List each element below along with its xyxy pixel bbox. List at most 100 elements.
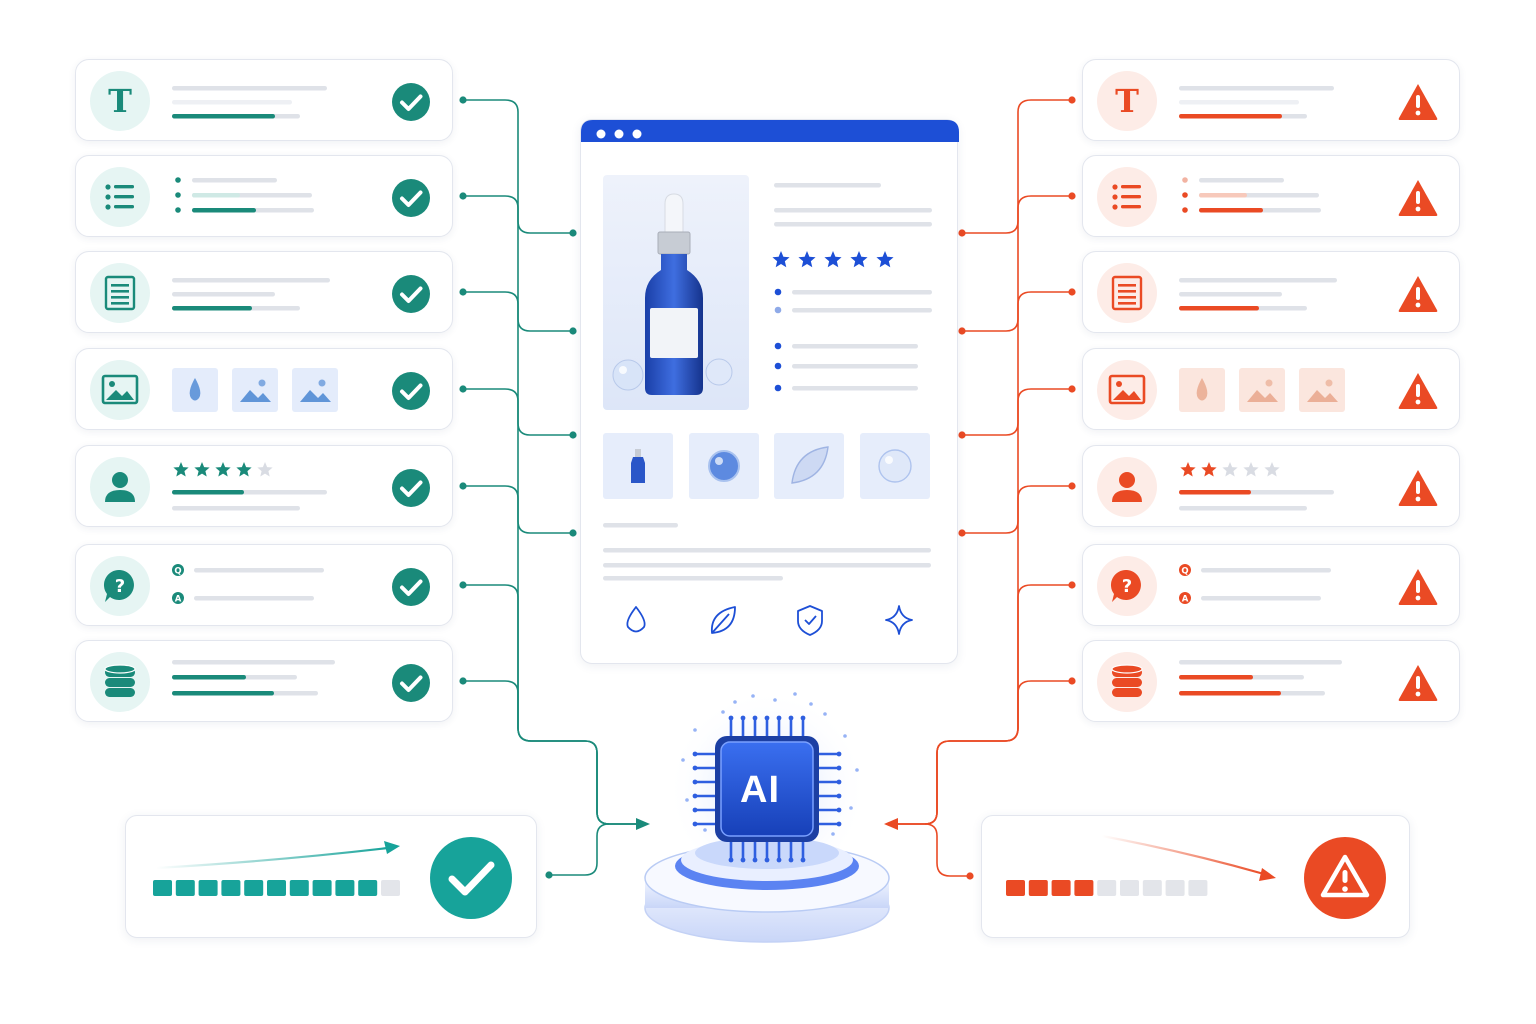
card-content: [172, 156, 372, 238]
score-segment: [153, 880, 172, 896]
warning-status: [1398, 468, 1438, 508]
chip-pins: [692, 715, 842, 863]
window-control-dot[interactable]: [596, 129, 606, 139]
score-segment: [1051, 880, 1071, 896]
database-icon-badge: [90, 652, 150, 712]
question-marker: Q: [172, 564, 184, 577]
window-control-dot[interactable]: [632, 129, 642, 139]
good-card-bullets[interactable]: [75, 155, 453, 237]
connector-dot: [958, 529, 966, 537]
score-segment: [175, 880, 195, 896]
card-content: [1179, 641, 1379, 723]
placeholder-line: [603, 563, 931, 568]
bullet-list-icon-badge: [1097, 167, 1157, 227]
score-segment: [1142, 880, 1162, 896]
connector-line: [463, 99, 573, 234]
text-icon: T: [1115, 82, 1139, 120]
warning-triangle-icon: [1398, 84, 1438, 120]
quality-bar: [192, 193, 240, 198]
quality-bar: [172, 490, 244, 495]
good-card-title[interactable]: T: [75, 59, 453, 141]
good-card-reviews[interactable]: [75, 445, 453, 527]
mountain-thumb-icon: [232, 368, 278, 412]
check-status: [391, 371, 431, 411]
placeholder-line: [172, 660, 335, 665]
image-icon: [1108, 374, 1146, 405]
quality-bar: [172, 675, 246, 680]
warning-status: [1398, 178, 1438, 218]
placeholder-line: [774, 222, 932, 227]
warning-status: [1398, 371, 1438, 411]
placeholder-line: [1199, 178, 1284, 183]
svg-text:?: ?: [1122, 576, 1132, 597]
placeholder-line: [192, 178, 277, 183]
arrow-head: [884, 818, 898, 830]
score-panel-good: [125, 815, 537, 938]
bullet-dot: [175, 207, 181, 213]
bullet-list-icon: [105, 184, 134, 210]
image-icon-badge: [1097, 360, 1157, 420]
bad-card-data[interactable]: [1082, 640, 1460, 722]
product-page-content: [581, 120, 959, 636]
question-label: Q: [174, 567, 181, 577]
bad-card-reviews[interactable]: [1082, 445, 1460, 527]
answer-marker: A: [1179, 592, 1191, 605]
score-segment: [198, 880, 218, 896]
mountain-thumb-icon: [1239, 368, 1285, 412]
shield-check-icon: [797, 605, 823, 636]
bubble-thumb[interactable]: [860, 433, 930, 499]
document-icon: [104, 275, 136, 311]
card-content: [172, 446, 372, 528]
bullet-dot: [1182, 207, 1188, 213]
bad-card-title[interactable]: T: [1082, 59, 1460, 141]
rating-star: [798, 251, 816, 268]
check-circle-icon: [392, 469, 430, 507]
window-titlebar: [581, 120, 959, 142]
quality-bar: [172, 306, 252, 311]
good-card-images[interactable]: [75, 348, 453, 430]
quality-bar: [1179, 490, 1251, 495]
bullet-dot: [175, 192, 181, 198]
quality-bar: [192, 208, 256, 213]
check-status: [391, 178, 431, 218]
connector-dot: [958, 327, 966, 335]
score-segment: [381, 880, 400, 896]
document-icon: [1111, 275, 1143, 311]
good-card-data[interactable]: [75, 640, 453, 722]
ai-chip-graphic: [644, 690, 890, 943]
bullet-dot: [1182, 177, 1188, 183]
placeholder-line: [603, 576, 783, 581]
connector-dot: [958, 431, 966, 439]
bullet-dot: [774, 306, 782, 314]
placeholder-line: [1179, 660, 1342, 665]
score-segment: [312, 880, 332, 896]
bad-card-description[interactable]: [1082, 251, 1460, 333]
score-segment: [1097, 880, 1117, 896]
window-control-dot[interactable]: [614, 129, 624, 139]
bullet-dot: [175, 177, 181, 183]
bullet-dot: [1182, 192, 1188, 198]
bad-card-images[interactable]: [1082, 348, 1460, 430]
connector-line: [962, 388, 1072, 534]
database-icon: [1111, 664, 1143, 697]
droplet-thumb-icon: [1179, 368, 1225, 412]
question-bubble-icon-badge: ?: [1097, 556, 1157, 616]
droplet-thumb-icon: [172, 368, 218, 412]
score-segment: [1188, 880, 1208, 896]
bottle-thumb[interactable]: [603, 433, 673, 499]
sphere-thumb[interactable]: [689, 433, 759, 499]
rating-star: [772, 251, 790, 268]
leaf-gel-thumb[interactable]: [774, 433, 844, 499]
card-content: [172, 252, 372, 334]
connector-line: [962, 195, 1072, 332]
bad-card-bullets[interactable]: [1082, 155, 1460, 237]
trend-up-arrow-icon: [155, 841, 400, 870]
good-card-description[interactable]: [75, 251, 453, 333]
connector-dot: [958, 229, 966, 237]
card-content: [172, 60, 372, 142]
